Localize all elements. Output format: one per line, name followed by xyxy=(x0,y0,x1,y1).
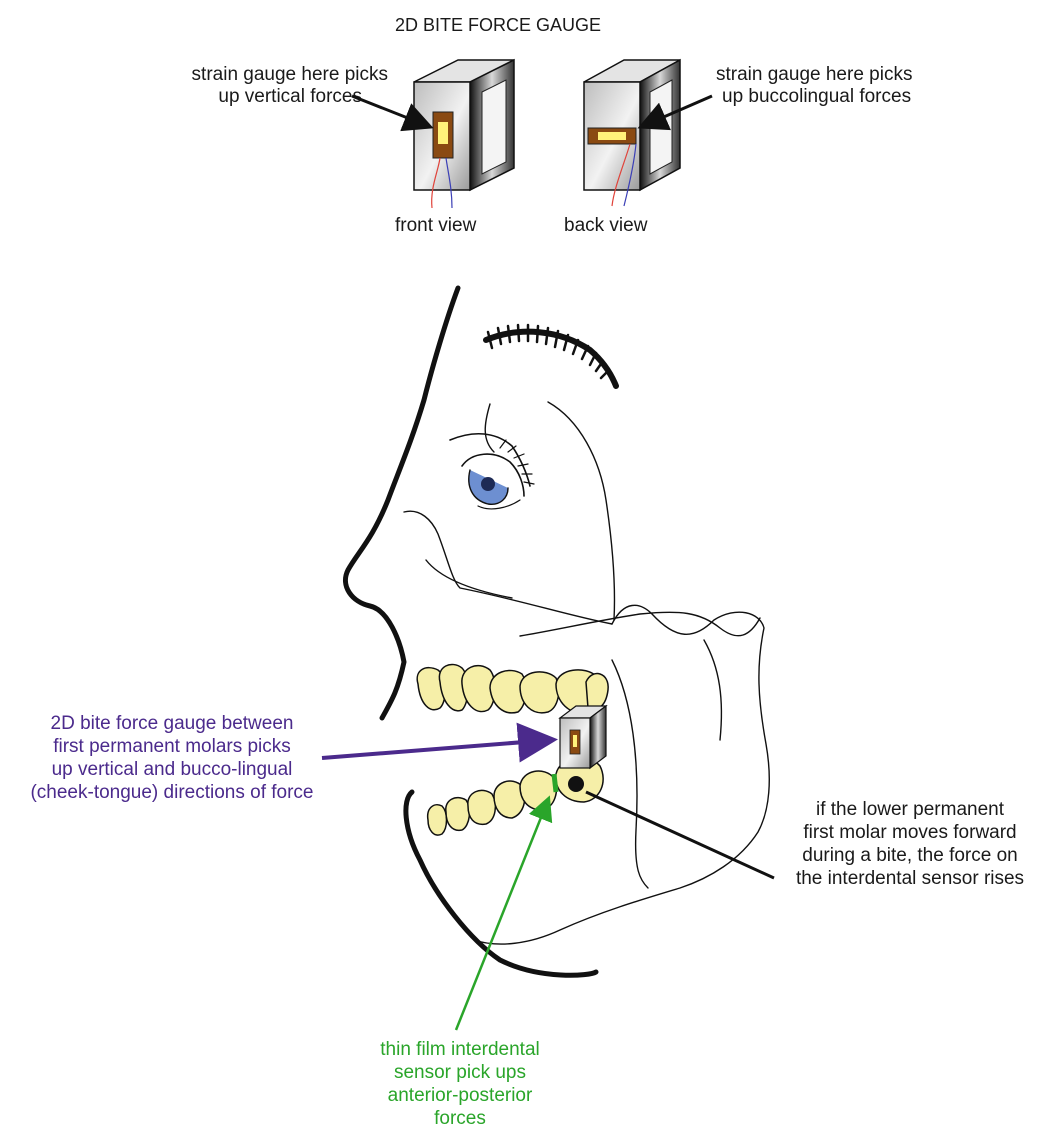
film-sensor-arrow xyxy=(456,800,548,1030)
molar-arrow xyxy=(586,792,774,878)
lower-teeth xyxy=(428,758,603,835)
face-profile xyxy=(345,288,769,975)
bite-gauge-in-mouth xyxy=(560,706,606,768)
molar-pivot-dot xyxy=(568,776,584,792)
back-view-gauge xyxy=(584,60,680,206)
bite-gauge-arrow xyxy=(322,740,550,758)
front-view-gauge xyxy=(414,60,514,208)
interdental-sensor xyxy=(554,774,556,792)
eye-icon xyxy=(450,434,534,509)
eyebrow xyxy=(486,325,616,386)
